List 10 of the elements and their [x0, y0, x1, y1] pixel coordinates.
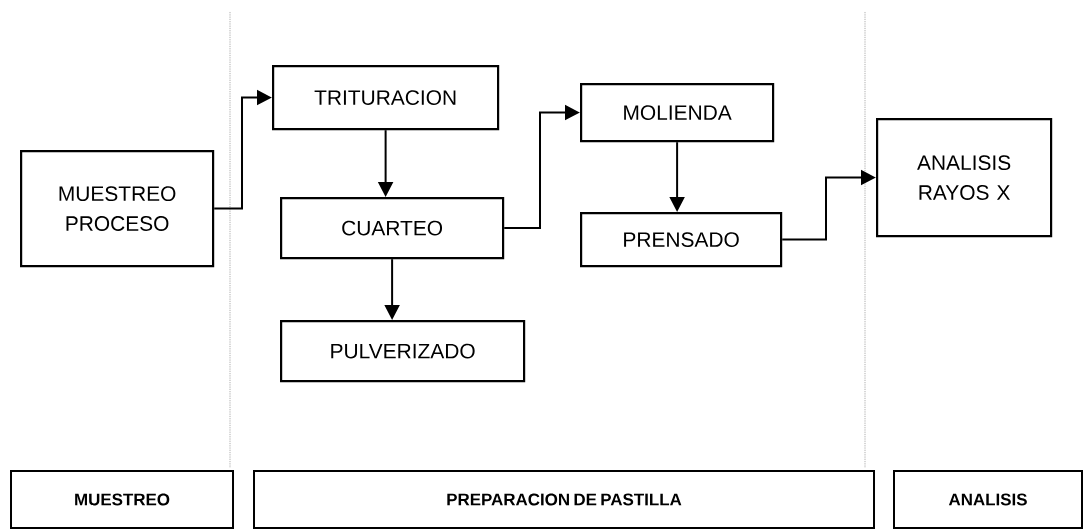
process-box: MOLIENDA: [580, 83, 775, 143]
process-box: TRITURACION: [272, 65, 500, 131]
process-box: PRENSADO: [580, 212, 783, 268]
process-box: MUESTREO PROCESO: [20, 150, 215, 268]
stage-box: MUESTREO: [10, 470, 234, 529]
process-box: ANALISIS RAYOS X: [876, 118, 1053, 238]
stage-box: ANALISIS: [893, 470, 1083, 529]
process-box: CUARTEO: [280, 197, 505, 260]
stage-box: PREPARACION DE PASTILLA: [253, 470, 875, 529]
process-box: PULVERIZADO: [280, 320, 526, 383]
